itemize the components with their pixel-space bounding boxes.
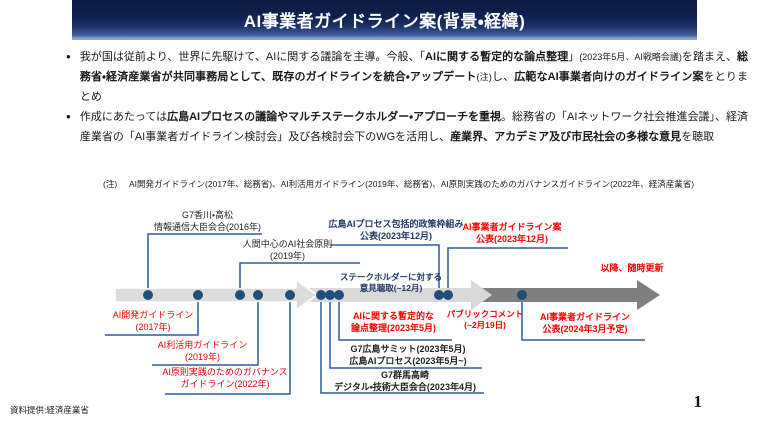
footnote-text: AI開発ガイドライン(2017年、総務省)、AI利活用ガイドライン(2019年、… [129,179,695,189]
bullet-item-2: ● 作成にあたっては広島AIプロセスの議論やマルチステークホルダー・アプローチを… [66,107,748,147]
timeline-arrow-light-1 [114,278,319,312]
connector-guideline-final [521,302,645,341]
timeline-dot [325,290,335,300]
label-ningen-chushin: 人間中心のAI社会原則 (2019年) [242,239,333,261]
label-g7-hiroshima-summit: G7広島サミット(2023年5月) 広島AIプロセス(2023年5月~) [349,344,467,366]
timeline-arrow-dark [478,280,660,310]
connector-hiroshima-framework [330,244,440,288]
connector-lines [105,233,645,395]
connector-g7-gunma [320,302,484,394]
connector-ronten-seiri [338,302,452,341]
label-ronten-seiri: AIに関する暫定的な 論点整理(2023年5月) [350,311,437,333]
timeline-diagram [105,233,660,395]
timeline-dot [193,290,203,300]
label-ai-gensoku-guideline: AI原則実践のためのガバナンス ガイドライン(2022年) [162,367,288,389]
connector-guideline-draft [447,247,568,288]
source-credit: 資料提供:経済産業省 [10,405,89,415]
timeline-dot [235,290,245,300]
timeline-arrow-light-2 [303,280,492,310]
label-stakeholder-hearing: ステークホルダーに対する 意見聴取(~12月) [339,272,442,294]
label-ai-riyo-guideline: AI利活用ガイドライン (2019年) [157,340,248,362]
label-hiroshima-framework: 広島AIプロセス包括的政策枠組み 公表(2023年12月) [328,219,464,241]
connector-ai-riyo [152,302,259,366]
bullet-1-text: 我が国は従前より、世界に先駆けて、AIに関する議論を主導。今般、「AIに関する暫… [79,51,749,103]
bullet-2-text: 作成にあたっては広島AIプロセスの議論やマルチステークホルダー・アプローチを重視… [79,111,748,143]
timeline-dot [517,290,527,300]
label-g7-gunma: G7群馬高崎 デジタル・技術大臣会合(2023年4月) [334,370,476,392]
bullet-icon: ● [66,112,71,121]
connector-g7-kagawa [147,233,262,288]
connector-ai-dev [105,302,199,336]
label-guideline-final: AI事業者ガイドライン 公表(2024年3月予定) [539,312,630,334]
timeline-dot [434,290,444,300]
footnote: (注) AI開発ガイドライン(2017年、総務省)、AI利活用ガイドライン(20… [103,177,723,191]
connector-ai-gensoku [165,302,291,395]
page-number: 1 [693,392,703,411]
timeline-dot [334,290,344,300]
timeline-dots [143,290,527,300]
bullet-item-1: ● 我が国は従前より、世界に先駆けて、AIに関する議論を主導。今般、「AIに関す… [66,47,748,107]
footnote-label: (注) [103,179,118,189]
timeline-dot [253,290,263,300]
connector-ningen-chushin [239,262,360,288]
label-guideline-draft: AI事業者ガイドライン案 公表(2023年12月) [462,222,562,244]
title-band: AI事業者ガイドライン案(背景・経緯) [72,0,697,40]
timeline-dot [443,290,453,300]
label-public-comment: パブリックコメント (~2月19日) [446,309,524,331]
label-ai-dev-guideline: AI開発ガイドライン (2017年) [112,310,194,332]
timeline-dot [285,290,295,300]
timeline-dot [143,290,153,300]
connector-g7-hiroshima [329,302,482,369]
page-title: AI事業者ガイドライン案(背景・経緯) [243,11,526,31]
label-continuous-update: 以降、随時更新 [600,263,664,273]
timeline-dot [316,290,326,300]
label-g7-kagawa: G7香川・高松 情報通信大臣会合(2016年) [153,210,262,232]
bullet-icon: ● [66,52,71,61]
